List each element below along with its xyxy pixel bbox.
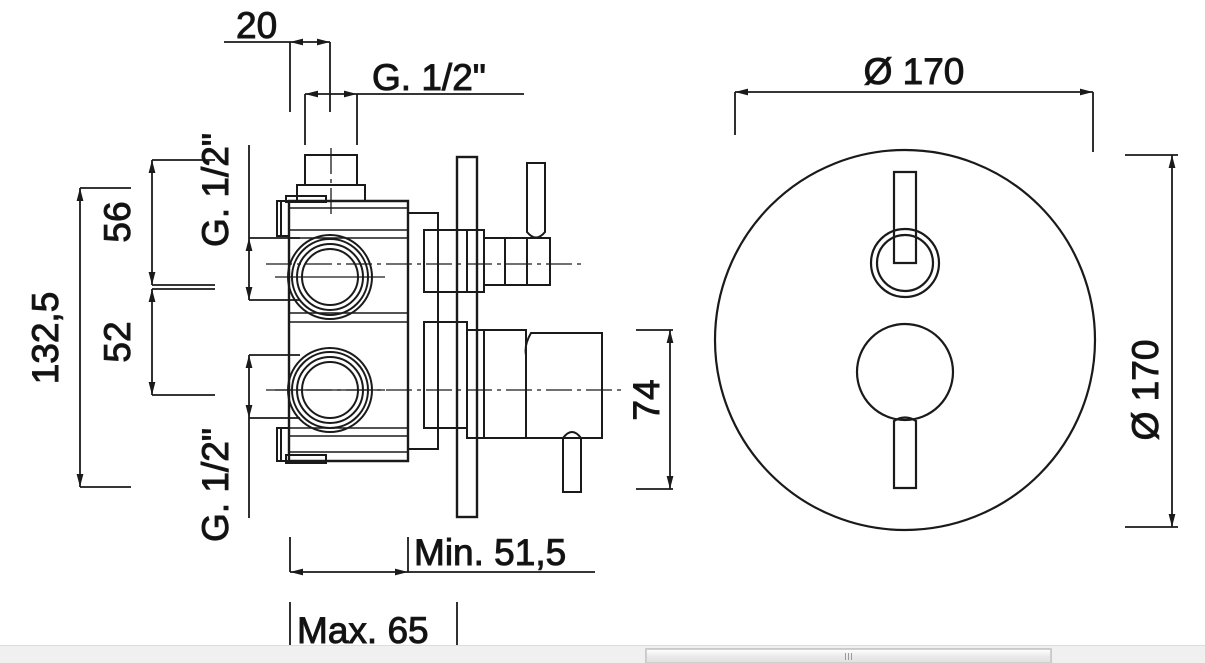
dimension-56 xyxy=(148,159,215,286)
rotary-knob xyxy=(869,227,941,299)
centre-lines xyxy=(266,148,625,391)
lever-stem xyxy=(892,416,918,490)
dim-label-74: 74 xyxy=(626,379,667,420)
valve-body-outline xyxy=(287,199,410,463)
dim-label-max-65: Max. 65 xyxy=(297,610,429,651)
dimension-diameter-170-vertical xyxy=(1125,154,1178,528)
dim-label-min-51-5: Min. 51,5 xyxy=(414,532,566,573)
grip-lines-icon xyxy=(845,652,852,660)
dimension-min-51-5 xyxy=(289,537,595,576)
front-plate-view xyxy=(713,148,1097,532)
dimension-20 xyxy=(224,38,331,112)
front-view-dimensions xyxy=(734,88,1178,528)
dim-label-20: 20 xyxy=(236,5,277,46)
dimension-52 xyxy=(148,288,215,396)
valve-body-details xyxy=(289,207,408,453)
dim-label-52: 52 xyxy=(97,321,138,362)
dimension-g-half-lower-left xyxy=(245,354,300,518)
dimension-132-5 xyxy=(76,187,131,488)
wall-flange-plate xyxy=(455,155,479,519)
side-section-view xyxy=(266,148,625,519)
window-bottom-bar xyxy=(0,645,1205,663)
dimension-g-half-top xyxy=(304,90,524,145)
upper-spindle-assembly xyxy=(466,229,551,293)
dimension-74 xyxy=(636,329,674,490)
lever-knob xyxy=(855,322,955,422)
dimension-diameter-170-horizontal xyxy=(734,88,1094,152)
side-view-dimensions xyxy=(76,38,674,654)
dim-label-diameter-170-horizontal: Ø 170 xyxy=(864,51,965,92)
dim-label-g-half-lower-left: G. 1/2" xyxy=(195,428,236,542)
dim-label-g-half-upper-left: G. 1/2" xyxy=(195,133,236,247)
upper-lever-handle xyxy=(526,162,546,239)
dimension-g-half-upper-left xyxy=(245,145,300,301)
left-fixing-tabs xyxy=(276,195,327,464)
lower-spindle-assembly xyxy=(466,329,603,439)
knob-indicator-arm xyxy=(892,170,918,265)
lower-lever-handle xyxy=(562,431,582,493)
dim-label-g-half-top: G. 1/2" xyxy=(372,57,486,98)
dim-label-56: 56 xyxy=(97,201,138,242)
dim-label-diameter-170-vertical: Ø 170 xyxy=(1125,340,1166,441)
scrollbar-thumb[interactable] xyxy=(646,649,1051,663)
dimension-labels: 20 G. 1/2" 132,5 56 52 G. 1/2" G. 1/2" 7… xyxy=(25,5,1167,652)
horizontal-scrollbar[interactable] xyxy=(645,648,1052,663)
dim-label-132-5: 132,5 xyxy=(25,292,66,385)
